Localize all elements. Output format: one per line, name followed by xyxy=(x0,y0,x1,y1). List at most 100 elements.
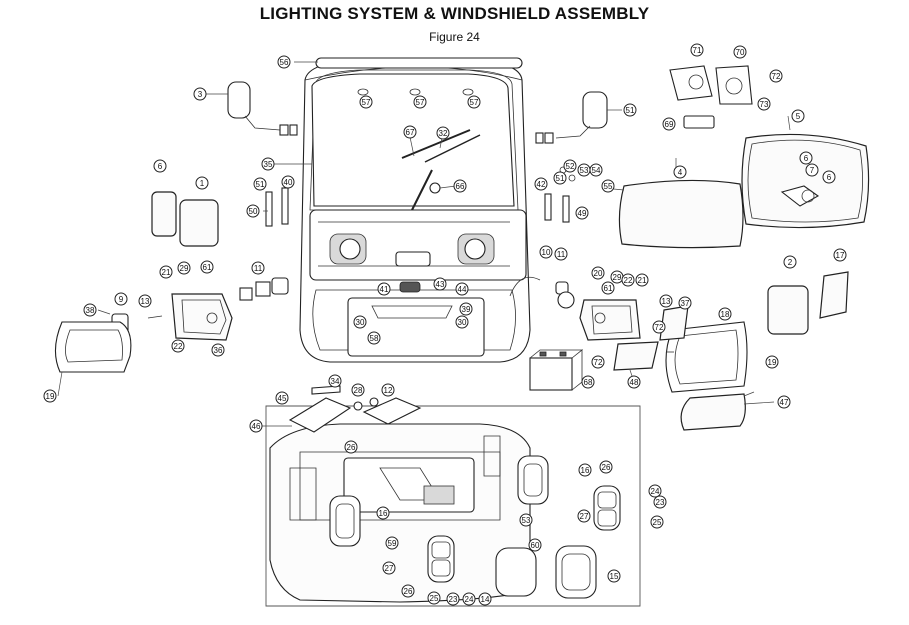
callout-27: 27 xyxy=(577,509,591,523)
callout-23: 23 xyxy=(653,495,667,509)
callout-label: 72 xyxy=(655,323,664,332)
callout-40: 40 xyxy=(281,175,295,189)
callout-13: 13 xyxy=(659,294,673,308)
callout-label: 57 xyxy=(470,98,479,107)
cab-front-body xyxy=(299,57,531,363)
callout-16: 16 xyxy=(376,506,390,520)
callout-label: 51 xyxy=(556,174,565,183)
windshield-glass-4 xyxy=(618,179,744,249)
callout-72: 72 xyxy=(652,320,666,334)
callout-4: 4 xyxy=(673,165,687,179)
callout-24: 24 xyxy=(648,484,662,498)
callout-label: 6 xyxy=(158,162,163,171)
callout-label: 21 xyxy=(638,276,647,285)
callout-label: 29 xyxy=(613,273,622,282)
windshield-with-motor-5 xyxy=(741,133,870,229)
callout-49: 49 xyxy=(575,206,589,220)
right-lamp-bezel xyxy=(665,321,748,393)
callout-label: 11 xyxy=(557,250,566,259)
callout-6: 6 xyxy=(822,170,836,184)
callout-label: 30 xyxy=(458,318,467,327)
callout-47: 47 xyxy=(777,395,791,409)
wiper-motor-plate xyxy=(669,65,753,129)
callout-30: 30 xyxy=(353,315,367,329)
callout-label: 28 xyxy=(354,386,363,395)
callout-label: 69 xyxy=(665,120,674,129)
callout-label: 26 xyxy=(404,587,413,596)
callout-label: 13 xyxy=(662,297,671,306)
callout-42: 42 xyxy=(534,177,548,191)
callout-37: 37 xyxy=(678,296,692,310)
right-lamp-lens-set xyxy=(613,305,746,431)
callout-label: 4 xyxy=(678,168,683,177)
callout-label: 68 xyxy=(584,378,593,387)
callout-label: 23 xyxy=(449,595,458,604)
callout-label: 46 xyxy=(252,422,261,431)
callout-label: 20 xyxy=(594,269,603,278)
callout-label: 6 xyxy=(827,173,832,182)
callout-label: 26 xyxy=(347,443,356,452)
callout-14: 14 xyxy=(478,592,492,606)
callout-56: 56 xyxy=(277,55,291,69)
callout-5: 5 xyxy=(791,109,805,123)
callout-label: 19 xyxy=(768,358,777,367)
callout-26: 26 xyxy=(401,584,415,598)
callout-label: 45 xyxy=(278,394,287,403)
rear-body-frame xyxy=(265,405,641,607)
callout-label: 24 xyxy=(651,487,660,496)
headlamp-pair-right xyxy=(767,271,849,335)
callout-9: 9 xyxy=(114,292,128,306)
callout-13: 13 xyxy=(138,294,152,308)
callout-label: 21 xyxy=(162,268,171,277)
callout-11: 11 xyxy=(251,261,265,275)
callout-label: 25 xyxy=(430,594,439,603)
callout-58: 58 xyxy=(367,331,381,345)
callout-29: 29 xyxy=(177,261,191,275)
callout-label: 19 xyxy=(46,392,55,401)
callout-label: 47 xyxy=(780,398,789,407)
callout-72: 72 xyxy=(591,355,605,369)
callout-label: 7 xyxy=(810,166,815,175)
callout-61: 61 xyxy=(200,260,214,274)
callout-29: 29 xyxy=(610,270,624,284)
callout-7: 7 xyxy=(805,163,819,177)
callout-30: 30 xyxy=(455,315,469,329)
callout-38: 38 xyxy=(83,303,97,317)
callout-68: 68 xyxy=(581,375,595,389)
callout-label: 43 xyxy=(436,280,445,289)
callout-label: 30 xyxy=(356,318,365,327)
callout-61: 61 xyxy=(601,281,615,295)
callout-label: 1 xyxy=(200,179,205,188)
callout-label: 36 xyxy=(214,346,223,355)
callout-label: 52 xyxy=(566,162,575,171)
callout-label: 6 xyxy=(804,154,809,163)
callout-label: 57 xyxy=(416,98,425,107)
callout-label: 59 xyxy=(388,539,397,548)
callout-24: 24 xyxy=(462,592,476,606)
callout-label: 14 xyxy=(481,595,490,604)
callout-48: 48 xyxy=(627,375,641,389)
callout-label: 16 xyxy=(581,466,590,475)
callout-70: 70 xyxy=(733,45,747,59)
callout-label: 2 xyxy=(788,258,793,267)
callout-3: 3 xyxy=(193,87,207,101)
callout-51: 51 xyxy=(623,103,637,117)
callout-label: 53 xyxy=(580,166,589,175)
callout-35: 35 xyxy=(261,157,275,171)
callout-57: 57 xyxy=(413,95,427,109)
callout-label: 50 xyxy=(249,207,258,216)
callout-53: 53 xyxy=(577,163,591,177)
callout-label: 61 xyxy=(604,284,613,293)
callout-16: 16 xyxy=(578,463,592,477)
callout-label: 56 xyxy=(280,58,289,67)
right-front-lamp-cluster xyxy=(509,276,641,341)
callout-label: 39 xyxy=(462,305,471,314)
callout-label: 5 xyxy=(796,112,801,121)
callout-44: 44 xyxy=(455,282,469,296)
callout-label: 44 xyxy=(458,285,467,294)
callout-label: 72 xyxy=(772,72,781,81)
callout-20: 20 xyxy=(591,266,605,280)
callout-label: 58 xyxy=(370,334,379,343)
callout-21: 21 xyxy=(635,273,649,287)
